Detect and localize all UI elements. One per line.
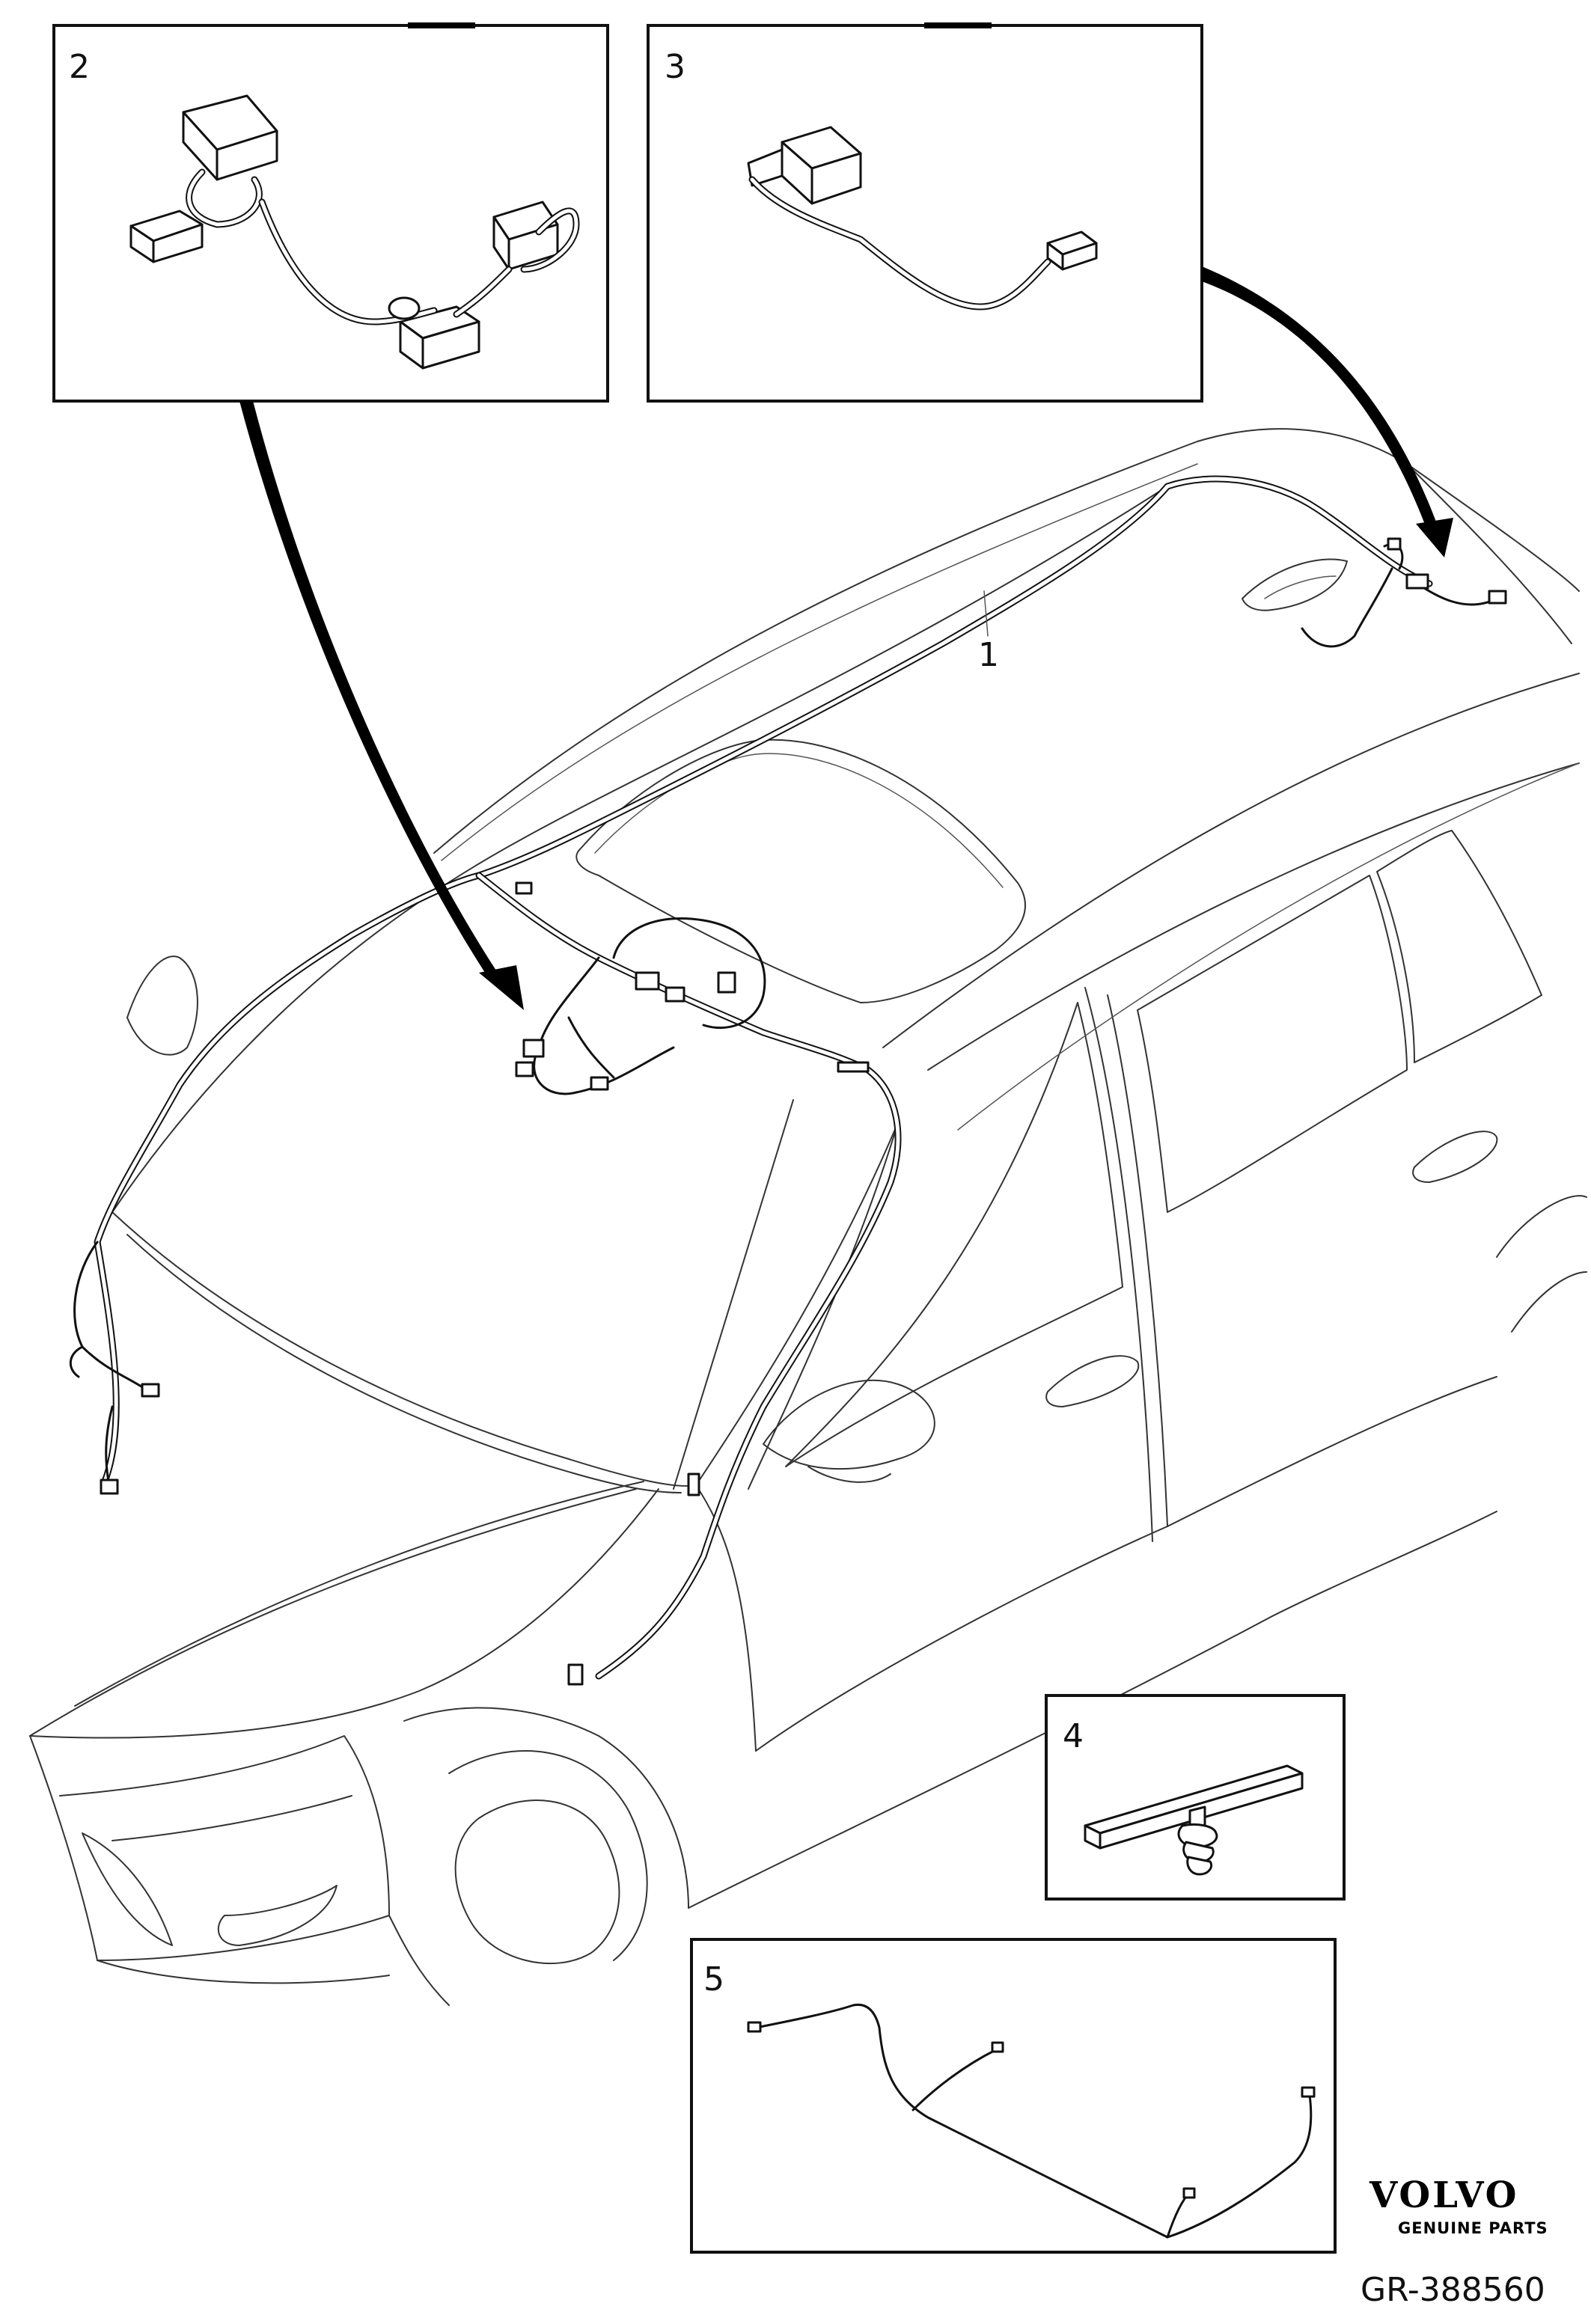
- inset-front-harness: [52, 22, 609, 403]
- reference-number: GR-388560: [1361, 2271, 1545, 2309]
- leader-arrows: [239, 266, 1453, 1010]
- callout-1: 1: [978, 636, 999, 674]
- car-outline: [29, 428, 1587, 2006]
- callout-5: 5: [703, 1960, 724, 1999]
- inset-rear-connector: [647, 22, 1203, 403]
- callout-4: 4: [1063, 1717, 1084, 1755]
- callout-3: 3: [665, 48, 685, 86]
- brand-name: VOLVO: [1369, 2174, 1518, 2216]
- callout-2: 2: [69, 48, 90, 86]
- brand-tagline: GENUINE PARTS: [1398, 2219, 1548, 2237]
- inset-rear-harness: [690, 1938, 1337, 2254]
- roof-harness: [69, 475, 1507, 1686]
- volvo-logo: VOLVO GENUINE PARTS: [1369, 2174, 1548, 2237]
- inset-clip: [1045, 1694, 1346, 1901]
